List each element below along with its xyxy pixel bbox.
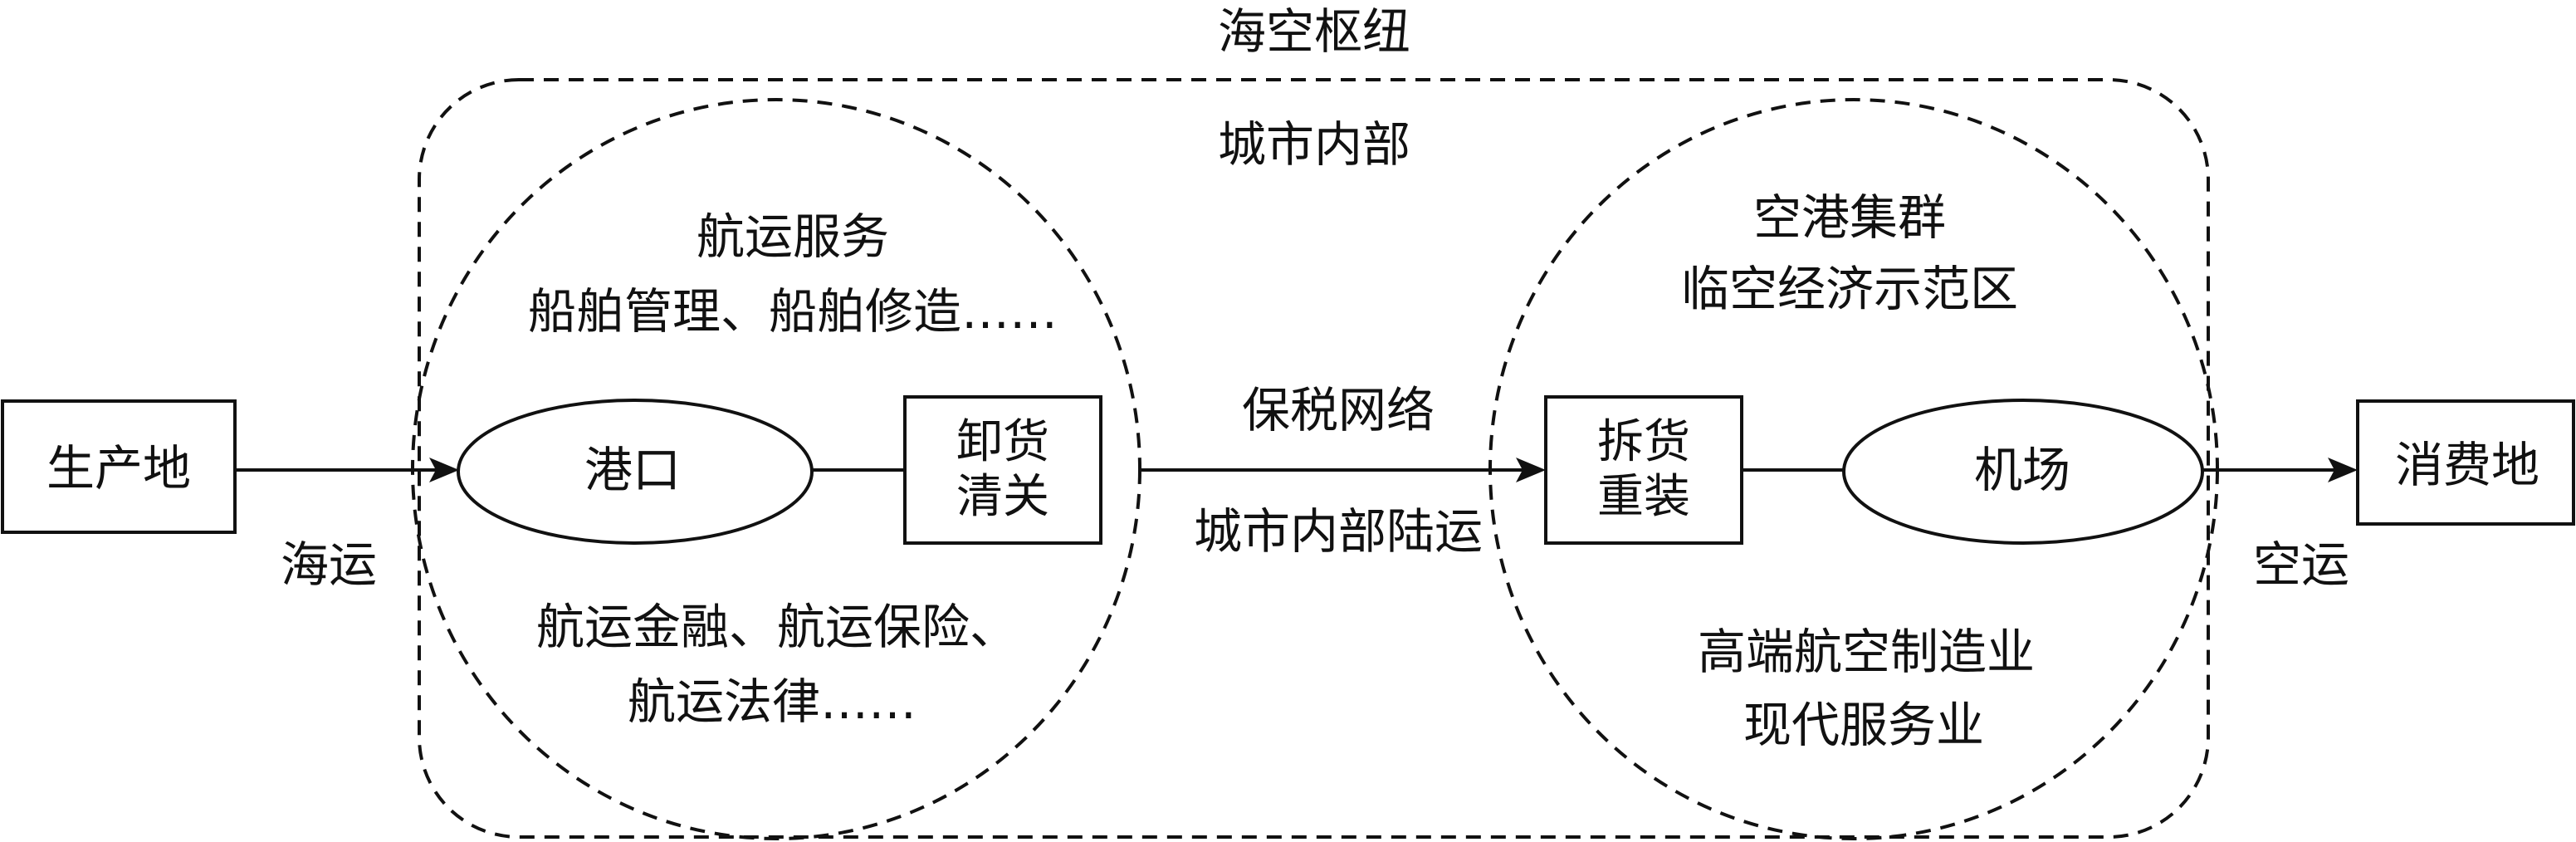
bonded-network-label: 保税网络 <box>1241 382 1435 438</box>
customs-line: 清关 <box>956 470 1049 524</box>
unload-customs-box <box>903 395 1102 545</box>
unpack-line: 拆货 <box>1597 414 1690 469</box>
repack-box <box>1544 395 1743 545</box>
shipping-finance-line2: 航运法律…… <box>627 673 917 730</box>
modern-services: 现代服务业 <box>1743 697 1985 753</box>
hub-title: 海空枢纽 <box>1217 3 1411 60</box>
port-label: 港口 <box>584 442 682 498</box>
origin-to-port-arrowhead <box>429 458 459 482</box>
hub-inner-title: 城市内部 <box>1217 116 1411 173</box>
unload-line: 卸货 <box>956 414 1049 469</box>
air-transport-label: 空运 <box>2252 536 2350 593</box>
destination-label: 消费地 <box>2394 437 2540 493</box>
airport-economic-zone: 临空经济示范区 <box>1680 261 2019 317</box>
origin-box <box>1 399 237 534</box>
origin-label: 生产地 <box>46 440 192 497</box>
shipping-finance-line1: 航运金融、航运保险、 <box>535 599 1019 655</box>
airport-label: 机场 <box>1973 442 2071 498</box>
repack-label: 拆货 重装 <box>1597 415 1690 525</box>
destination-box <box>2356 399 2575 526</box>
unload-to-repack-arrowhead <box>1516 458 1546 482</box>
sea-transport-label: 海运 <box>280 536 378 593</box>
hub-boundary <box>418 78 2210 839</box>
repack-line: 重装 <box>1597 470 1690 524</box>
urban-land-transport-label: 城市内部陆运 <box>1193 503 1484 560</box>
aviation-manufacturing: 高端航空制造业 <box>1697 624 2036 680</box>
shipping-services-line: 船舶管理、船舶修造…… <box>527 283 1058 340</box>
airport-cluster-title: 空港集群 <box>1752 189 1947 246</box>
shipping-services-title: 航运服务 <box>696 208 890 265</box>
airport-to-destination-arrowhead <box>2328 458 2358 482</box>
unload-customs-label: 卸货 清关 <box>956 415 1049 525</box>
